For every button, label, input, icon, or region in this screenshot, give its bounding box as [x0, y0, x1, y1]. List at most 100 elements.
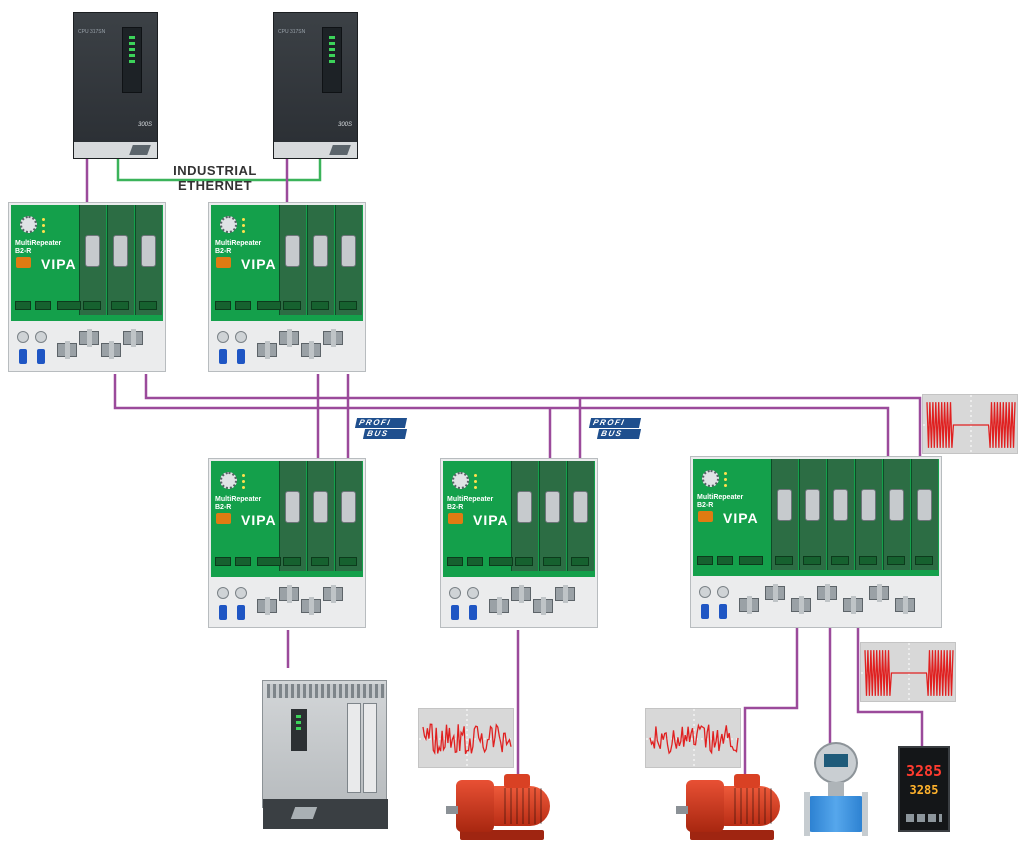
profibus-logo-bottom: BUS	[362, 429, 408, 439]
screw-icon	[449, 587, 461, 599]
gear-motor-2	[676, 772, 788, 844]
signal-waveform	[923, 395, 1019, 455]
cable-clamp-icon	[533, 597, 553, 615]
settings-dial-icon	[20, 216, 37, 233]
terminal-block-icon	[15, 301, 31, 310]
cable-clamp-icon	[555, 585, 575, 603]
cable-clamp-icon	[843, 596, 863, 614]
profibus-logo-2: PROFI BUS	[588, 418, 642, 440]
power-plug-icon	[216, 257, 231, 268]
signal-waveform	[419, 709, 515, 769]
cable-clamp-icon	[765, 584, 785, 602]
db9-connector-icon	[85, 235, 100, 267]
terminal-block-icon	[139, 301, 157, 310]
settings-dial-icon	[220, 472, 237, 489]
terminal-block-icon	[467, 557, 483, 566]
cable-clamp-icon	[511, 585, 531, 603]
power-plug-icon	[448, 513, 463, 524]
signal-scope-1	[922, 394, 1019, 455]
blue-led-icon	[719, 604, 727, 619]
screw-icon	[17, 331, 29, 343]
signal-scope-4	[860, 642, 957, 703]
cable-clamp-icon	[57, 341, 77, 359]
terminal-block-icon	[311, 301, 329, 310]
terminal-block-icon	[543, 557, 561, 566]
power-plug-icon	[216, 513, 231, 524]
blue-led-icon	[237, 349, 245, 364]
cable-clamp-icon	[489, 597, 509, 615]
controller-pv-display: 3285	[905, 762, 943, 780]
repeater-channel	[771, 459, 798, 570]
repeater-channel	[307, 461, 334, 571]
repeater-channel	[855, 459, 882, 570]
terminal-block-icon	[571, 557, 589, 566]
status-leds	[322, 27, 342, 93]
terminal-block-icon	[339, 301, 357, 310]
repeater-channel	[335, 461, 362, 571]
repeater-channel	[279, 461, 306, 571]
terminal-block-icon	[235, 301, 251, 310]
screw-icon	[235, 331, 247, 343]
profibus-logo-bottom: BUS	[596, 429, 642, 439]
cable-clamp-icon	[301, 597, 321, 615]
cable-clamp-icon	[79, 329, 99, 347]
repeater-channel	[279, 205, 306, 315]
repeater-channel	[307, 205, 334, 315]
gear-motor-1	[446, 772, 558, 844]
db9-connector-icon	[517, 491, 532, 523]
terminal-block-icon	[283, 301, 301, 310]
cable-clamp-icon	[323, 585, 343, 603]
db9-connector-icon	[861, 489, 876, 521]
repeater-channel	[511, 461, 538, 571]
terminal-block-icon	[215, 301, 231, 310]
repeater-channel	[567, 461, 594, 571]
network-label-line2: ETHERNET	[177, 178, 253, 193]
terminal-block-icon	[489, 557, 513, 566]
screw-icon	[217, 331, 229, 343]
cable-clamp-icon	[869, 584, 889, 602]
db9-connector-icon	[889, 489, 904, 521]
signal-scope-3	[645, 708, 742, 769]
terminal-block-icon	[339, 557, 357, 566]
terminal-block-icon	[515, 557, 533, 566]
terminal-block-icon	[257, 557, 281, 566]
profibus-logo-1: PROFI BUS	[354, 418, 408, 440]
cpu-badge: 300S	[137, 122, 152, 128]
vipa-logo: VIPA	[473, 512, 509, 528]
cable-clamp-icon	[791, 596, 811, 614]
repeater-channel	[799, 459, 826, 570]
signal-waveform	[861, 643, 957, 703]
repeater-channel	[107, 205, 134, 315]
vipa-logo: VIPA	[723, 510, 759, 526]
signal-scope-2	[418, 708, 515, 769]
line-to-controller	[856, 628, 924, 748]
terminal-block-icon	[775, 556, 793, 565]
db9-connector-icon	[285, 235, 300, 267]
flowmeter-device	[804, 742, 870, 836]
terminal-block-icon	[235, 557, 251, 566]
terminal-block-icon	[311, 557, 329, 566]
vipa-logo: VIPA	[41, 256, 77, 272]
cable-clamp-icon	[257, 341, 277, 359]
profibus-segment-a	[113, 374, 890, 456]
db9-connector-icon	[313, 235, 328, 267]
repeater-channel	[335, 205, 362, 315]
cable-clamp-icon	[323, 329, 343, 347]
cpu-label: CPU 317SN	[78, 29, 106, 35]
db9-connector-icon	[573, 491, 588, 523]
process-controller: 3285 3285	[898, 746, 950, 832]
screw-icon	[235, 587, 247, 599]
cpu-logo-strip	[274, 142, 357, 158]
db9-connector-icon	[805, 489, 820, 521]
repeater-channel	[79, 205, 106, 315]
blue-led-icon	[469, 605, 477, 620]
db9-connector-icon	[113, 235, 128, 267]
